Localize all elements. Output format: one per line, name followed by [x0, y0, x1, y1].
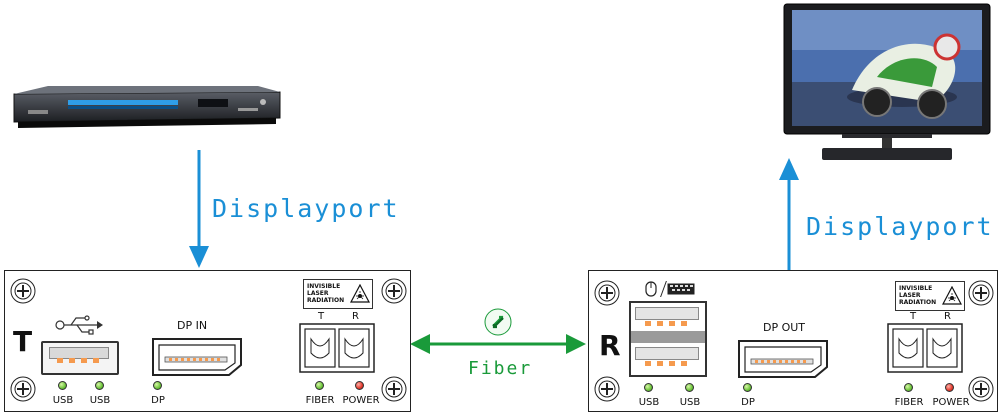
- tx-label: T: [318, 311, 325, 322]
- laser-warning-icon: [350, 284, 370, 303]
- warning-line: RADIATION: [307, 297, 345, 304]
- fiber-link-icon: [484, 308, 512, 336]
- fiber-duplex-port[interactable]: [887, 323, 963, 373]
- transmitter-mode-letter: T: [13, 325, 33, 358]
- mouse-icon: [645, 281, 657, 297]
- dp-label: DP: [741, 397, 755, 408]
- keyboard-icon: [667, 283, 695, 295]
- screw-icon: [594, 376, 620, 402]
- usb-label: USB: [89, 395, 111, 406]
- screw-icon: [381, 278, 407, 304]
- power-led: [945, 383, 954, 392]
- dp-label: DP: [151, 395, 165, 406]
- rx-label: R: [944, 311, 951, 322]
- fiber-led: [315, 381, 324, 390]
- usb-led: [58, 381, 67, 390]
- fiber-label-port: FIBER: [894, 397, 924, 408]
- displayport-down-arrow: [189, 150, 209, 268]
- usb-symbol-icon: [55, 315, 103, 335]
- warning-line: LASER: [307, 290, 329, 297]
- warning-line: INVISIBLE: [899, 285, 933, 292]
- displayport-input-port[interactable]: [151, 337, 243, 377]
- screw-icon: [968, 376, 994, 402]
- dp-out-title: DP OUT: [763, 321, 806, 334]
- power-led: [355, 381, 364, 390]
- monitor-icon: [783, 3, 991, 160]
- warning-line: RADIATION: [899, 299, 937, 306]
- transmitter-panel: T DP IN INVISIBLE LASER RADIATIO: [4, 270, 411, 412]
- dp-led: [153, 381, 162, 390]
- power-label: POWER: [932, 397, 970, 408]
- fiber-label-port: FIBER: [305, 395, 335, 406]
- fiber-duplex-port[interactable]: [299, 323, 375, 373]
- displayport-label-source: Displayport: [212, 194, 400, 223]
- usb-port[interactable]: [41, 341, 119, 375]
- warning-line: INVISIBLE: [307, 283, 341, 290]
- power-label: POWER: [342, 395, 380, 406]
- screw-icon: [381, 376, 407, 402]
- laser-warning-icon: [942, 286, 962, 305]
- laser-warning-label: INVISIBLE LASER RADIATION: [895, 281, 965, 311]
- screw-icon: [10, 376, 36, 402]
- fiber-led: [904, 383, 913, 392]
- displayport-up-arrow: [779, 158, 799, 270]
- usb-led: [644, 383, 653, 392]
- laser-warning-label: INVISIBLE LASER RADIATION: [303, 279, 373, 309]
- displayport-label-display: Displayport: [806, 212, 994, 241]
- receiver-mode-letter: R: [599, 329, 621, 362]
- usb-label: USB: [638, 397, 660, 408]
- rx-label: R: [352, 311, 359, 322]
- usb-led: [685, 383, 694, 392]
- screw-icon: [594, 280, 620, 306]
- usb-label: USB: [679, 397, 701, 408]
- fiber-label: Fiber: [468, 358, 533, 379]
- tx-label: T: [910, 311, 917, 322]
- dvd-player-icon: [13, 86, 281, 128]
- receiver-panel: R DP OUT INVISI: [588, 270, 998, 412]
- warning-line: LASER: [899, 292, 921, 299]
- displayport-output-port[interactable]: [737, 339, 829, 379]
- usb-led: [95, 381, 104, 390]
- screw-icon: [10, 278, 36, 304]
- dp-in-title: DP IN: [177, 319, 208, 332]
- dp-led: [743, 383, 752, 392]
- usb-label: USB: [52, 395, 74, 406]
- usb-port-stack[interactable]: [629, 301, 707, 377]
- screw-icon: [968, 280, 994, 306]
- fiber-double-arrow: [410, 334, 586, 354]
